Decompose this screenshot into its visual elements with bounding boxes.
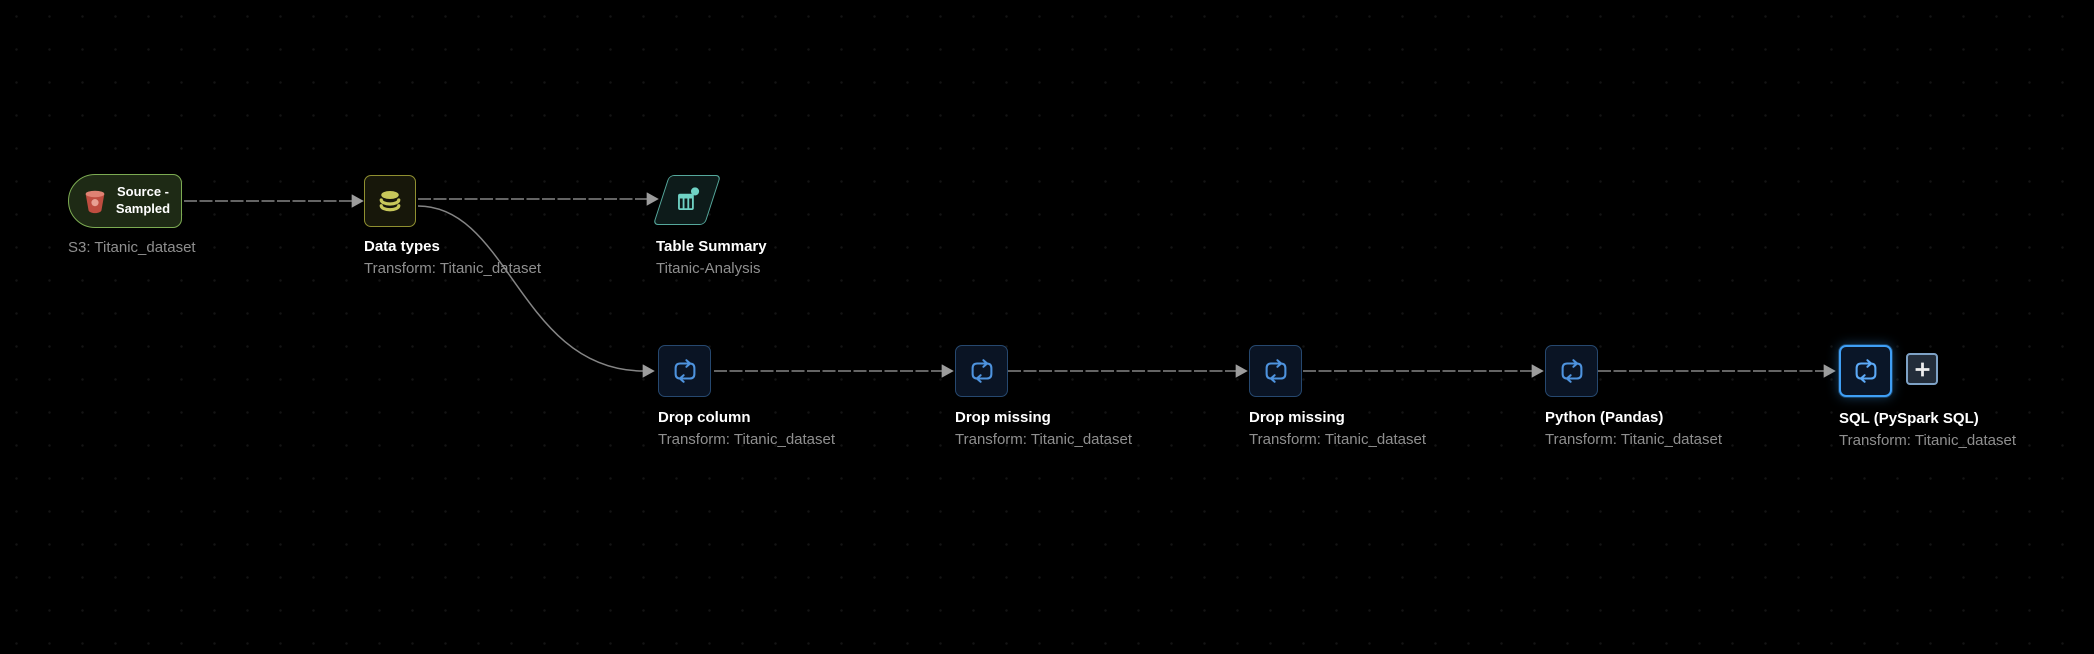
- drop-column-title: Drop column: [658, 409, 751, 426]
- table-chart-icon: [672, 185, 702, 215]
- node-source-sampled[interactable]: Source - Sampled: [68, 174, 182, 228]
- source-node-label: Source - Sampled: [115, 184, 171, 216]
- node-drop-missing-2[interactable]: [1249, 345, 1302, 397]
- node-drop-column[interactable]: [658, 345, 711, 397]
- plus-icon: [1914, 361, 1931, 378]
- transform-loop-icon: [670, 356, 700, 386]
- transform-loop-icon: [967, 356, 997, 386]
- s3-bucket-icon: [82, 188, 108, 214]
- drop-missing-1-title: Drop missing: [955, 409, 1051, 426]
- drop-column-subtitle: Transform: Titanic_dataset: [658, 431, 836, 448]
- node-table-summary[interactable]: [652, 175, 722, 225]
- data-types-title: Data types: [364, 238, 440, 255]
- data-types-subtitle: Transform: Titanic_dataset: [364, 260, 542, 277]
- drop-missing-2-title: Drop missing: [1249, 409, 1345, 426]
- sql-pyspark-title: SQL (PySpark SQL): [1839, 410, 1979, 427]
- node-python-pandas[interactable]: [1545, 345, 1598, 397]
- transform-loop-icon: [1851, 356, 1881, 386]
- sql-pyspark-subtitle: Transform: Titanic_dataset: [1839, 432, 2017, 449]
- python-pandas-subtitle: Transform: Titanic_dataset: [1545, 431, 1723, 448]
- edge-datatypes-to-dropcolumn: [417, 205, 655, 378]
- python-pandas-title: Python (Pandas): [1545, 409, 1664, 426]
- node-drop-missing-1[interactable]: [955, 345, 1008, 397]
- node-sql-pyspark[interactable]: [1839, 345, 1892, 397]
- transform-loop-icon: [1557, 356, 1587, 386]
- table-summary-subtitle: Titanic-Analysis: [656, 260, 761, 277]
- transform-loop-icon: [1261, 356, 1291, 386]
- database-icon: [375, 186, 405, 216]
- node-data-types[interactable]: [364, 175, 416, 227]
- source-node-subtitle: S3: Titanic_dataset: [68, 239, 196, 256]
- drop-missing-2-subtitle: Transform: Titanic_dataset: [1249, 431, 1427, 448]
- drop-missing-1-subtitle: Transform: Titanic_dataset: [955, 431, 1133, 448]
- add-step-button[interactable]: [1906, 353, 1938, 385]
- table-summary-title: Table Summary: [656, 238, 767, 255]
